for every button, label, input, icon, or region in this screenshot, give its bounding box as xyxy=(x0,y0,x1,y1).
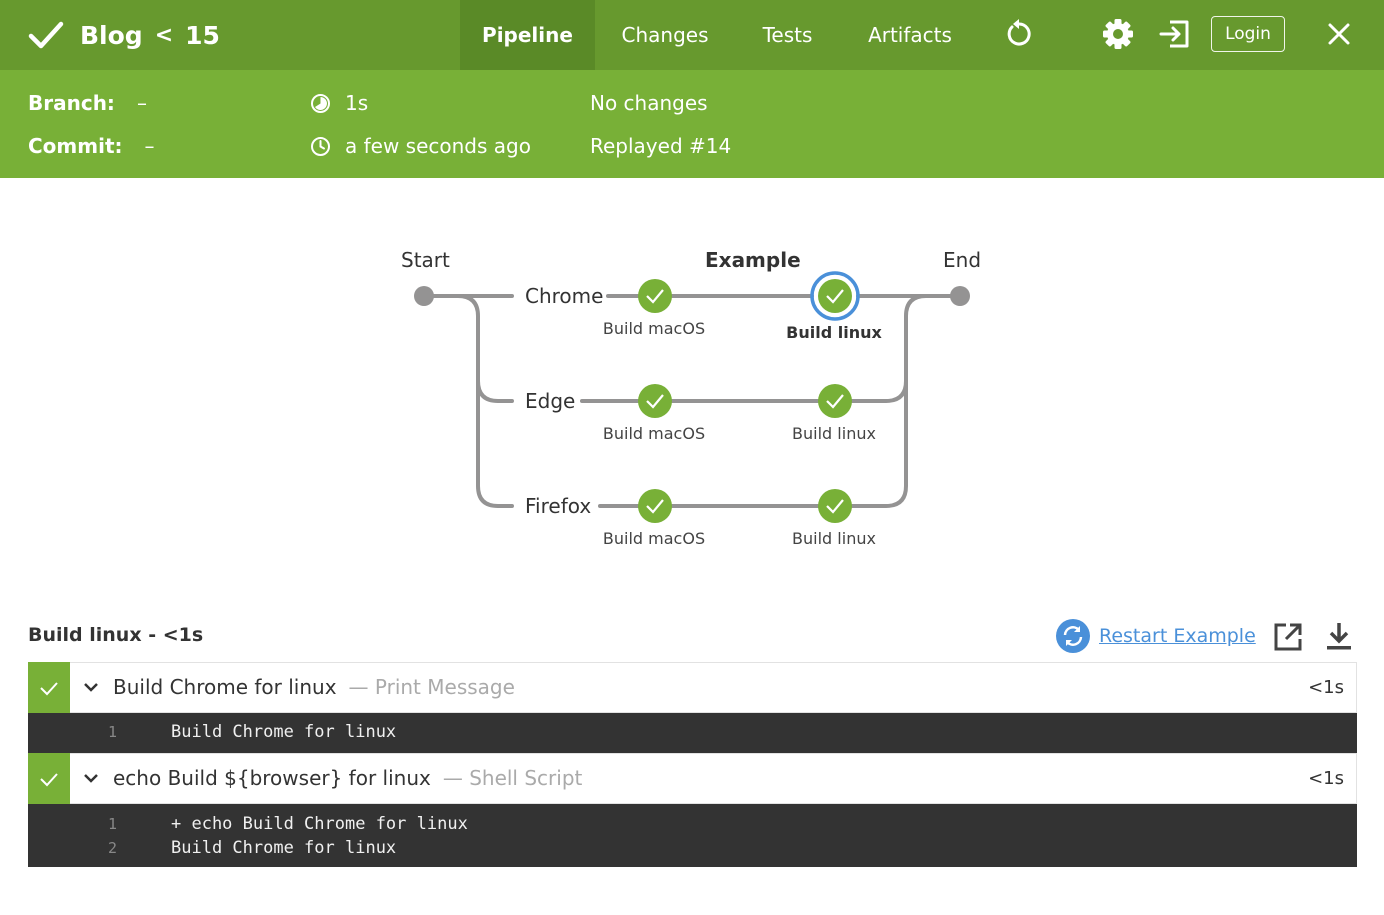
step-node-firefox-macos[interactable] xyxy=(638,489,672,523)
tab-tests[interactable]: Tests xyxy=(762,23,813,47)
open-external-icon[interactable] xyxy=(1272,621,1304,653)
step-status-success xyxy=(28,662,70,713)
step-label-edge-linux[interactable]: Build linux xyxy=(792,424,876,443)
log-line: 1 + echo Build Chrome for linux xyxy=(28,812,1357,836)
end-node xyxy=(950,286,970,306)
check-icon xyxy=(646,289,664,304)
commit-label: Commit: xyxy=(28,134,123,158)
check-icon xyxy=(646,394,664,409)
log-line-number[interactable]: 1 xyxy=(108,815,118,833)
duration-info: 1s xyxy=(310,91,368,115)
check-icon xyxy=(40,772,58,786)
run-title-area: Blog < 15 xyxy=(28,0,220,70)
duration-value: 1s xyxy=(345,91,369,115)
pipeline-graph: Start Example End Chrome Edge Firefox Bu… xyxy=(0,178,1384,598)
step-name: Build Chrome for linux xyxy=(113,675,337,699)
step-log-1: 1 Build Chrome for linux xyxy=(28,713,1357,753)
branch-value: – xyxy=(136,91,147,115)
step-node-firefox-linux[interactable] xyxy=(818,489,852,523)
restart-link[interactable]: Restart Example xyxy=(1099,625,1256,647)
branch-label: Branch: xyxy=(28,91,115,115)
step-status-success xyxy=(28,753,70,804)
commit-value: – xyxy=(144,134,155,158)
selected-node-ring xyxy=(810,271,860,321)
log-line: 1 Build Chrome for linux xyxy=(28,720,1357,744)
check-icon xyxy=(826,394,844,409)
stage-label: Example xyxy=(705,248,801,272)
changes-info: No changes xyxy=(590,91,708,115)
check-icon xyxy=(40,681,58,695)
step-duration: <1s xyxy=(1308,768,1344,789)
replayed-info: Replayed #14 xyxy=(590,134,732,158)
chevron-down-icon[interactable] xyxy=(83,770,99,786)
check-icon xyxy=(826,499,844,514)
step-name: echo Build ${browser} for linux xyxy=(113,766,431,790)
restart-icon[interactable] xyxy=(1055,618,1091,654)
branch-info: Branch: – xyxy=(28,91,147,115)
log-line-text: Build Chrome for linux xyxy=(171,838,397,858)
row-label-chrome: Chrome xyxy=(525,284,604,308)
tab-artifacts[interactable]: Artifacts xyxy=(868,23,952,47)
check-icon xyxy=(646,499,664,514)
step-log-2: 1 + echo Build Chrome for linux 2 Build … xyxy=(28,804,1357,867)
step-node-edge-linux[interactable] xyxy=(818,384,852,418)
duration-icon xyxy=(311,93,330,113)
time-info: a few seconds ago xyxy=(310,134,531,158)
run-info-bar: Branch: – Commit: – 1s a few seconds ago… xyxy=(0,70,1384,178)
replay-icon[interactable] xyxy=(1002,17,1036,51)
download-icon[interactable] xyxy=(1324,621,1354,653)
step-label-chrome-macos[interactable]: Build macOS xyxy=(602,319,706,338)
step-node-chrome-macos[interactable] xyxy=(638,279,672,313)
step-label-edge-macos[interactable]: Build macOS xyxy=(602,424,706,443)
success-check-icon xyxy=(28,21,64,49)
row-label-firefox: Firefox xyxy=(525,494,592,518)
steps-panel-title: Build linux - <1s xyxy=(28,624,204,646)
time-value: a few seconds ago xyxy=(345,134,531,158)
step-row-1[interactable]: Build Chrome for linux — Print Message <1… xyxy=(28,662,1357,713)
restart-stage[interactable]: Restart Example xyxy=(1055,618,1256,654)
step-node-edge-macos[interactable] xyxy=(638,384,672,418)
commit-info: Commit: – xyxy=(28,134,155,158)
step-type: — Print Message xyxy=(348,675,515,699)
chevron-down-icon[interactable] xyxy=(83,679,99,695)
tab-changes[interactable]: Changes xyxy=(621,23,709,47)
log-line-number[interactable]: 1 xyxy=(108,723,118,741)
pipeline-name-link[interactable]: Blog xyxy=(80,20,143,50)
log-line-text: Build Chrome for linux xyxy=(171,722,397,742)
log-line-number[interactable]: 2 xyxy=(108,839,118,857)
graph-connectors xyxy=(414,271,970,523)
step-type: — Shell Script xyxy=(442,766,583,790)
step-duration: <1s xyxy=(1308,677,1344,698)
close-icon[interactable] xyxy=(1322,17,1356,51)
end-label: End xyxy=(943,248,982,272)
row-label-edge: Edge xyxy=(525,389,576,413)
log-line-text: + echo Build Chrome for linux xyxy=(171,814,468,834)
start-label: Start xyxy=(401,248,450,272)
gear-icon[interactable] xyxy=(1101,17,1135,51)
run-number: 15 xyxy=(185,20,220,50)
logout-icon[interactable] xyxy=(1158,17,1192,51)
top-bar: Blog < 15 Pipeline Changes Tests Artifac… xyxy=(0,0,1384,70)
step-node-chrome-linux[interactable] xyxy=(818,279,852,313)
step-label-firefox-linux[interactable]: Build linux xyxy=(792,529,876,548)
check-icon xyxy=(826,289,844,304)
step-title: Build Chrome for linux — Print Message xyxy=(113,675,515,699)
tab-pipeline[interactable]: Pipeline xyxy=(460,0,595,70)
step-title: echo Build ${browser} for linux — Shell S… xyxy=(113,766,582,790)
start-node xyxy=(414,286,434,306)
step-label-firefox-macos[interactable]: Build macOS xyxy=(602,529,706,548)
clock-icon xyxy=(311,136,330,156)
login-button[interactable]: Login xyxy=(1211,16,1285,52)
step-label-chrome-linux[interactable]: Build linux xyxy=(786,323,882,342)
log-line: 2 Build Chrome for linux xyxy=(28,836,1357,860)
breadcrumb-separator: < xyxy=(154,22,174,48)
step-row-2[interactable]: echo Build ${browser} for linux — Shell S… xyxy=(28,753,1357,804)
